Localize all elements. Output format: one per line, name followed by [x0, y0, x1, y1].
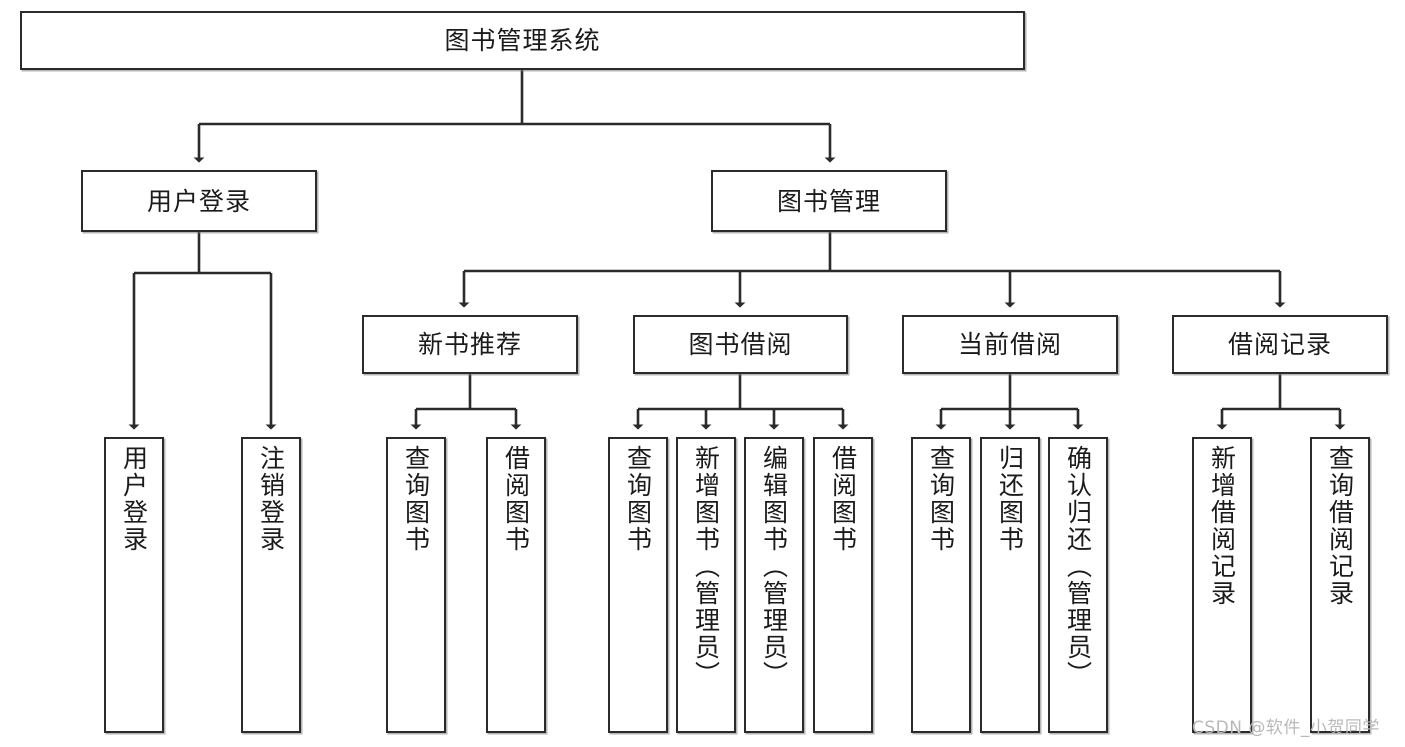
node-user-login[interactable]: 用户登录: [81, 170, 317, 232]
node-label: 借阅图书: [828, 445, 858, 553]
node-current-borrow[interactable]: 当前借阅: [902, 315, 1118, 374]
node-label: 确认归还（管理员）: [1063, 445, 1093, 688]
node-label: 借阅记录: [1227, 330, 1332, 359]
node-book-borrow[interactable]: 图书借阅: [633, 315, 848, 374]
node-book-management[interactable]: 图书管理: [711, 170, 947, 232]
node-label: 查询借阅记录: [1325, 445, 1355, 607]
node-new-book-recommend[interactable]: 新书推荐: [362, 315, 578, 374]
node-label: 新书推荐: [417, 330, 522, 359]
leaf-current-return-book[interactable]: 归还图书: [980, 437, 1040, 733]
node-label: 查询图书: [623, 445, 653, 553]
node-label: 当前借阅: [957, 330, 1062, 359]
leaf-user-login-login[interactable]: 用户登录: [104, 437, 164, 733]
node-label: 用户登录: [119, 445, 149, 553]
node-borrow-record[interactable]: 借阅记录: [1172, 315, 1388, 374]
leaf-current-confirm-return-admin[interactable]: 确认归还（管理员）: [1048, 437, 1108, 733]
node-label: 用户登录: [146, 186, 251, 216]
leaf-borrow-add-book-admin[interactable]: 新增图书（管理员）: [676, 437, 736, 733]
node-label: 归还图书: [995, 445, 1025, 553]
node-label: 借阅图书: [501, 445, 531, 553]
leaf-borrow-edit-book-admin[interactable]: 编辑图书（管理员）: [744, 437, 804, 733]
node-label: 查询图书: [926, 445, 956, 553]
leaf-borrow-borrow-book[interactable]: 借阅图书: [813, 437, 873, 733]
leaf-borrow-query-book[interactable]: 查询图书: [608, 437, 668, 733]
node-label: 图书借阅: [688, 330, 793, 359]
node-label: 图书管理: [776, 186, 881, 216]
node-label: 新增借阅记录: [1207, 445, 1237, 607]
node-root-system[interactable]: 图书管理系统: [20, 11, 1025, 70]
node-label: 图书管理系统: [444, 26, 601, 55]
node-label: 注销登录: [256, 445, 286, 553]
leaf-record-query-record[interactable]: 查询借阅记录: [1310, 437, 1370, 733]
leaf-recommend-borrow-book[interactable]: 借阅图书: [486, 437, 546, 733]
node-label: 查询图书: [401, 445, 431, 553]
watermark: CSDN @软件_小贺同学: [1192, 718, 1380, 738]
leaf-recommend-query-book[interactable]: 查询图书: [386, 437, 446, 733]
leaf-user-login-logout[interactable]: 注销登录: [241, 437, 301, 733]
leaf-record-add-record[interactable]: 新增借阅记录: [1192, 437, 1252, 733]
node-label: 新增图书（管理员）: [691, 445, 721, 688]
leaf-current-query-book[interactable]: 查询图书: [911, 437, 971, 733]
node-label: 编辑图书（管理员）: [759, 445, 789, 688]
